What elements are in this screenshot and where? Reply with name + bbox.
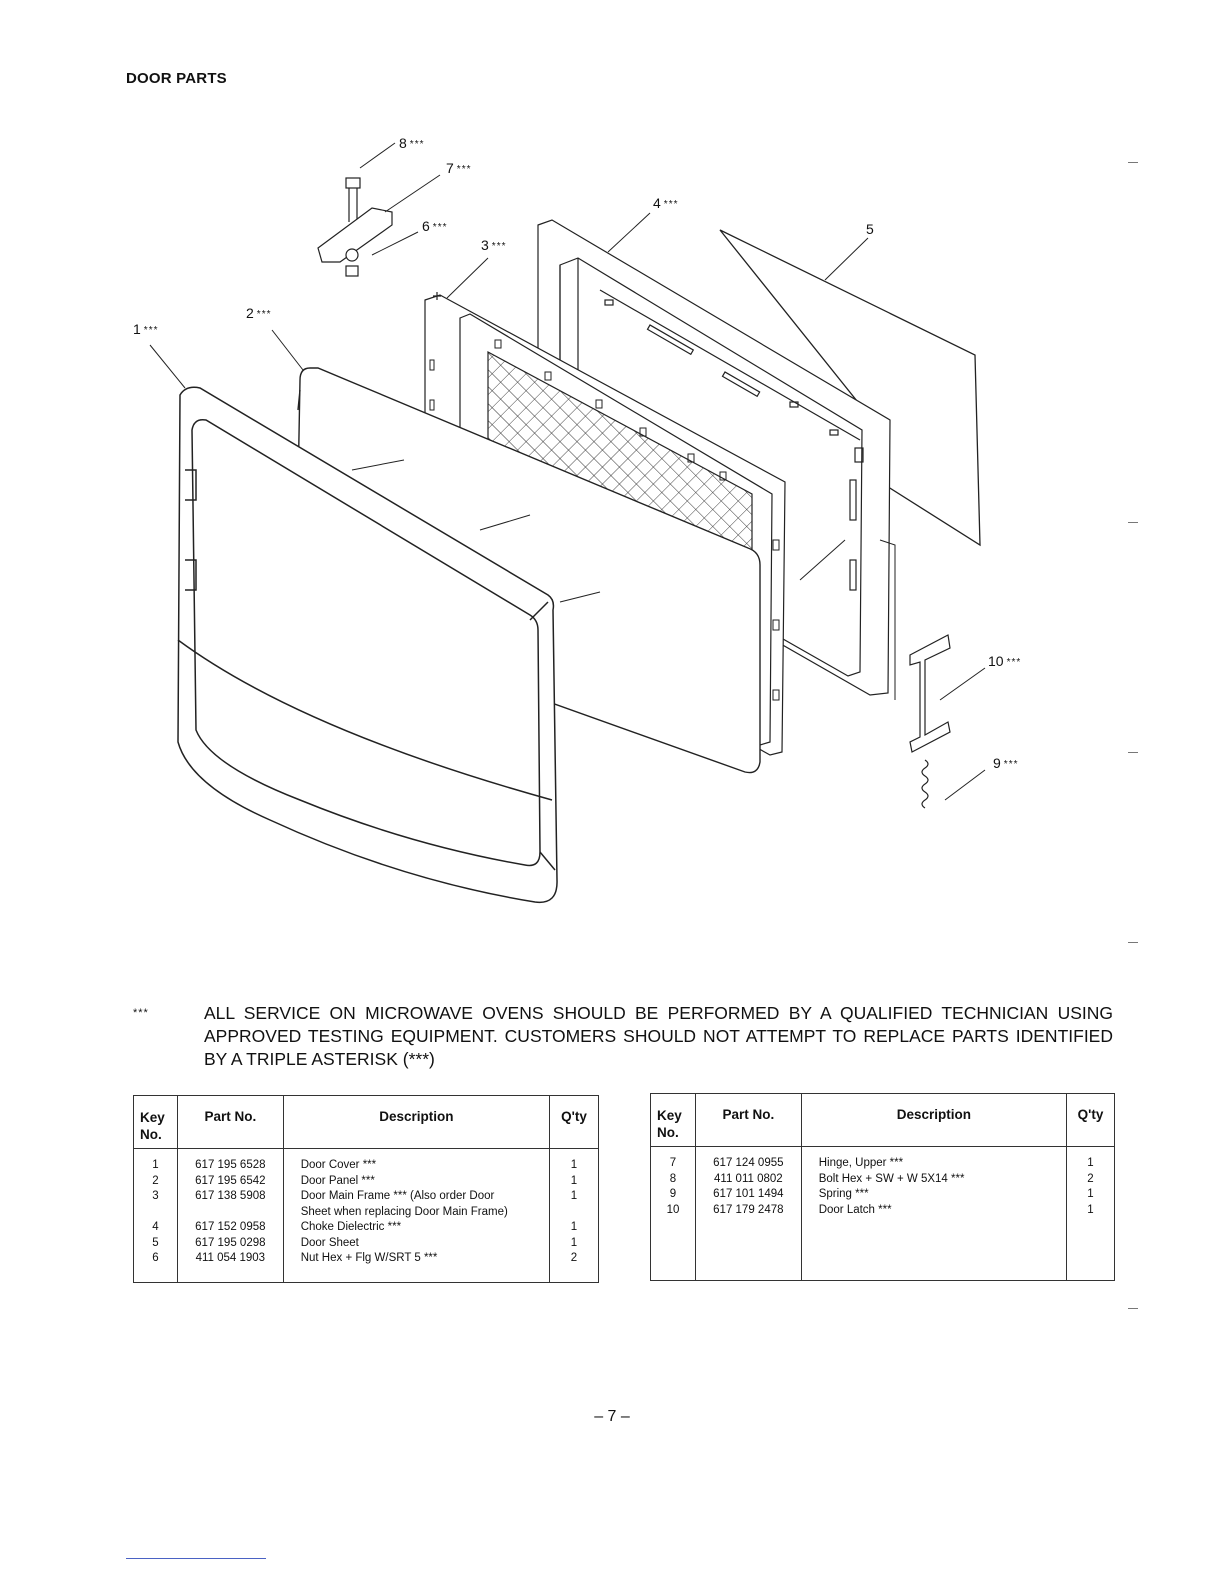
header-key-no: Key No. bbox=[133, 1095, 178, 1149]
parts-table-left: Key No. Part No. Description Q'ty 1 2 3 … bbox=[133, 1095, 599, 1283]
key-column: 1 2 3 4 5 6 bbox=[133, 1148, 178, 1283]
callout-9: 9*** bbox=[993, 755, 1019, 771]
edge-mark bbox=[1128, 162, 1138, 163]
qty-column: 1 2 1 1 bbox=[1066, 1146, 1115, 1281]
callout-5: 5 bbox=[866, 221, 874, 237]
parts-table-right: Key No. Part No. Description Q'ty 7 8 9 … bbox=[650, 1093, 1115, 1281]
callout-6: 6*** bbox=[422, 218, 448, 234]
part-no-column: 617 124 0955 411 011 0802 617 101 1494 6… bbox=[694, 1146, 802, 1281]
qty-column: 1 1 1 1 1 2 bbox=[549, 1148, 599, 1283]
part-no-column: 617 195 6528 617 195 6542 617 138 5908 6… bbox=[176, 1148, 284, 1283]
callout-7: 7*** bbox=[446, 160, 472, 176]
header-key-no: Key No. bbox=[650, 1093, 696, 1147]
notice-asterisk-mark: *** bbox=[133, 1007, 149, 1019]
footer-rule bbox=[126, 1558, 266, 1559]
edge-mark bbox=[1128, 1308, 1138, 1309]
door-panel-part bbox=[295, 367, 761, 774]
edge-mark bbox=[1128, 522, 1138, 523]
latch-spring-part bbox=[879, 539, 951, 809]
header-description: Description bbox=[282, 1095, 551, 1149]
description-column: Hinge, Upper *** Bolt Hex + SW + W 5X14 … bbox=[800, 1146, 1068, 1281]
callout-1: 1*** bbox=[133, 321, 159, 337]
table-row: 1 2 3 4 5 6 617 195 6528 617 195 6542 61… bbox=[133, 1148, 599, 1283]
header-qty: Q'ty bbox=[549, 1095, 599, 1149]
hinge-assembly-part bbox=[317, 177, 393, 277]
callout-2: 2*** bbox=[246, 305, 272, 321]
door-exploded-diagram bbox=[149, 142, 986, 904]
header-part-no: Part No. bbox=[176, 1095, 284, 1149]
callout-8: 8*** bbox=[399, 135, 425, 151]
service-notice: *** ALL SERVICE ON MICROWAVE OVENS SHOUL… bbox=[133, 1002, 1113, 1071]
callout-10: 10*** bbox=[988, 653, 1022, 669]
header-part-no: Part No. bbox=[694, 1093, 802, 1147]
page-number: – 7 – bbox=[594, 1408, 630, 1425]
edge-mark bbox=[1128, 752, 1138, 753]
edge-mark bbox=[1128, 942, 1138, 943]
notice-text: ALL SERVICE ON MICROWAVE OVENS SHOULD BE… bbox=[204, 1003, 1113, 1069]
key-column: 7 8 9 10 bbox=[650, 1146, 696, 1281]
description-column: Door Cover *** Door Panel *** Door Main … bbox=[282, 1148, 551, 1283]
callout-4: 4*** bbox=[653, 195, 679, 211]
page-title: DOOR PARTS bbox=[126, 70, 227, 87]
leader-lines bbox=[149, 142, 986, 801]
table-row: 7 8 9 10 617 124 0955 411 011 0802 617 1… bbox=[650, 1146, 1115, 1281]
header-description: Description bbox=[800, 1093, 1068, 1147]
door-cover-part bbox=[177, 386, 558, 904]
callout-3: 3*** bbox=[481, 237, 507, 253]
header-qty: Q'ty bbox=[1066, 1093, 1115, 1147]
